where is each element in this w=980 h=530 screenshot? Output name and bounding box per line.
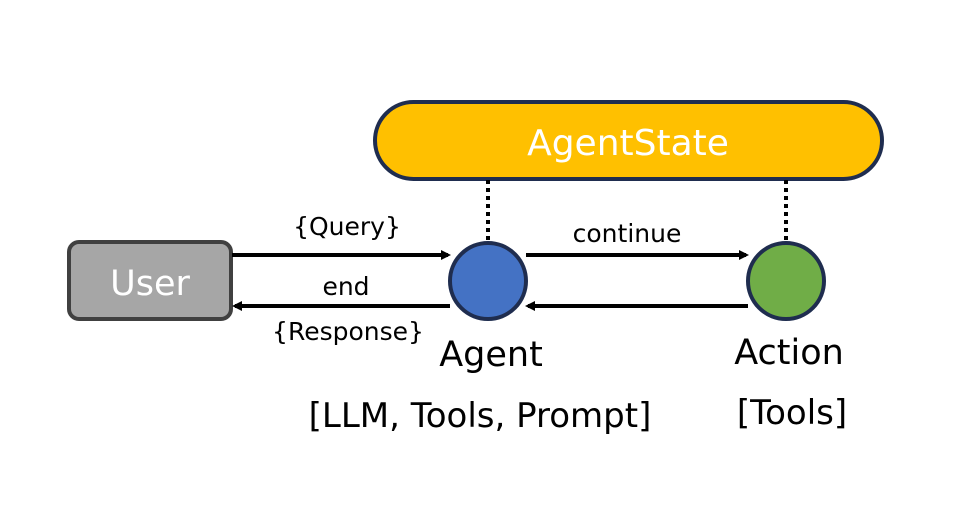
- agent-sublabel: [LLM, Tools, Prompt]: [309, 396, 652, 436]
- action-sublabel: [Tools]: [737, 393, 847, 433]
- edge-label-response: {Response}: [272, 317, 424, 346]
- agent-shape: [448, 241, 528, 321]
- user-shape: [67, 240, 233, 321]
- action-label: Action: [734, 333, 844, 373]
- edge-label-continue: continue: [573, 219, 682, 248]
- user-label: User: [110, 264, 190, 304]
- agent-state-shape: [373, 100, 884, 181]
- action-shape: [746, 241, 826, 321]
- edge-label-end: end: [322, 272, 369, 301]
- edge-label-query: {Query}: [293, 212, 401, 241]
- action-node: Action [Tools]: [734, 241, 847, 433]
- agent-label: Agent: [439, 335, 543, 375]
- agent-state-node: AgentState: [373, 100, 884, 181]
- agent-node: Agent [LLM, Tools, Prompt]: [309, 241, 652, 436]
- user-node: User: [67, 240, 233, 321]
- agent-state-label: AgentState: [527, 123, 729, 164]
